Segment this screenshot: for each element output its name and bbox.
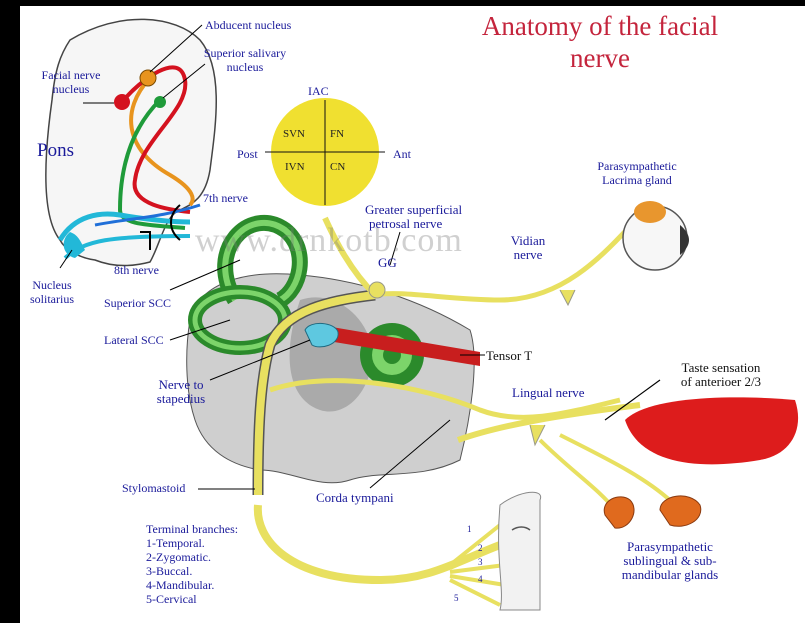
pons-label: Pons xyxy=(37,140,74,162)
para-line-2: sublingual & sub- xyxy=(606,554,734,568)
abducent-nucleus-dot xyxy=(140,70,156,86)
stapedius-label: Nerve to stapedius xyxy=(150,378,212,406)
terminal-item: 2-Zygomatic. xyxy=(146,550,238,564)
face-outline xyxy=(499,492,541,610)
branch-number: 4 xyxy=(478,574,483,584)
lingual-label: Lingual nerve xyxy=(512,386,585,400)
iac-label: IAC xyxy=(308,84,329,98)
branch-number: 1 xyxy=(467,524,472,534)
seventh-nerve-label: 7th nerve xyxy=(203,191,248,205)
lacrima-label: Parasympathetic Lacrima gland xyxy=(584,159,690,187)
iac-ivn: IVN xyxy=(285,161,305,173)
salivary-line-1: Superior salivary xyxy=(200,46,290,60)
terminal-branches-list: Terminal branches: 1-Temporal. 2-Zygomat… xyxy=(146,522,238,606)
iac-ant: Ant xyxy=(393,147,411,161)
terminal-heading: Terminal branches: xyxy=(146,522,238,536)
gg-label: GG xyxy=(378,256,397,270)
iac-svn: SVN xyxy=(283,128,305,140)
superior-scc-label: Superior SCC xyxy=(104,296,171,310)
taste-line-2: of anterioer 2/3 xyxy=(666,375,776,389)
facial-nucleus-dot xyxy=(114,94,130,110)
iac-post: Post xyxy=(237,147,258,161)
branch-number: 5 xyxy=(454,593,459,603)
facial-nucleus-line-1: Facial nerve xyxy=(26,68,116,82)
title-line-1: Anatomy of the facial xyxy=(440,10,760,42)
parasympathetic-glands-label: Parasympathetic sublingual & sub- mandib… xyxy=(606,540,734,582)
iac-fn: FN xyxy=(330,128,344,140)
lacrimal-gland xyxy=(634,201,666,223)
eighth-nerve-label: 8th nerve xyxy=(114,263,159,277)
terminal-item: 5-Cervical xyxy=(146,592,238,606)
para-line-1: Parasympathetic xyxy=(606,540,734,554)
iac-cn: CN xyxy=(330,161,345,173)
branch-number: 2 xyxy=(478,543,483,553)
salivary-nucleus-dot xyxy=(154,96,166,108)
facial-nucleus-line-2: nucleus xyxy=(26,82,116,96)
lateral-scc-label: Lateral SCC xyxy=(104,333,164,347)
stylomastoid-label: Stylomastoid xyxy=(122,481,185,495)
gsp-line-1: Greater superficial xyxy=(365,203,462,217)
salivary-line-2: nucleus xyxy=(200,60,290,74)
abducent-label: Abducent nucleus xyxy=(205,18,291,32)
geniculate-ganglion xyxy=(369,282,385,298)
terminal-item: 1-Temporal. xyxy=(146,536,238,550)
taste-label: Taste sensation of anterioer 2/3 xyxy=(666,361,776,389)
solitarius-label: Nucleus solitarius xyxy=(22,278,82,306)
vidian-line-2: nerve xyxy=(505,248,551,262)
corda-tympani-label: Corda tympani xyxy=(316,491,394,505)
vidian-label: Vidian nerve xyxy=(505,234,551,262)
lacrima-line-1: Parasympathetic xyxy=(584,159,690,173)
solitarius-line-2: solitarius xyxy=(22,292,82,306)
terminal-item: 4-Mandibular. xyxy=(146,578,238,592)
para-line-3: mandibular glands xyxy=(606,568,734,582)
tensor-label: Tensor T xyxy=(486,349,532,363)
gsp-line-2: petrosal nerve xyxy=(365,217,462,231)
branch-number: 3 xyxy=(478,557,483,567)
facial-nucleus-label: Facial nerve nucleus xyxy=(26,68,116,96)
stapedius-line-1: Nerve to xyxy=(150,378,212,392)
solitarius-line-1: Nucleus xyxy=(22,278,82,292)
terminal-item: 3-Buccal. xyxy=(146,564,238,578)
salivary-label: Superior salivary nucleus xyxy=(200,46,290,74)
page-title: Anatomy of the facial nerve xyxy=(440,10,760,74)
taste-line-1: Taste sensation xyxy=(666,361,776,375)
stapedius-line-2: stapedius xyxy=(150,392,212,406)
gsp-label: Greater superficial petrosal nerve xyxy=(365,203,462,231)
title-line-2: nerve xyxy=(440,42,760,74)
vidian-line-1: Vidian xyxy=(505,234,551,248)
lacrima-line-2: Lacrima gland xyxy=(584,173,690,187)
